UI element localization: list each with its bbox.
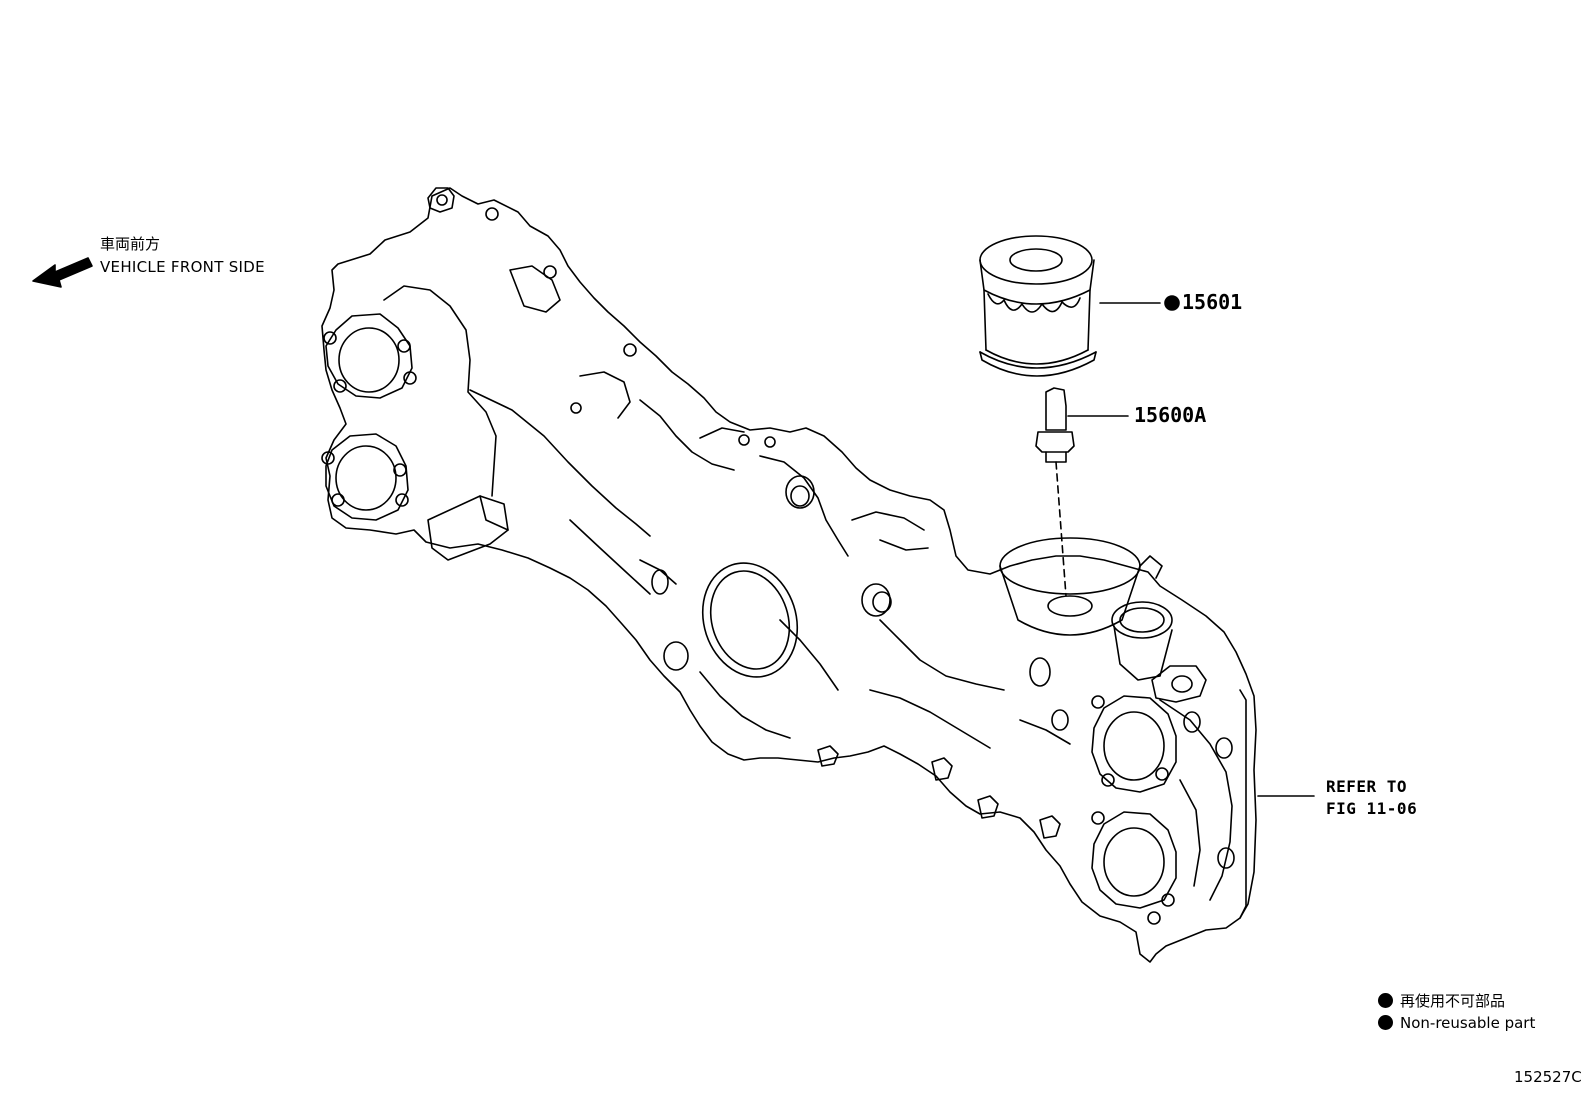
figure-id: 152527C — [1514, 1068, 1582, 1086]
top-bosses — [427, 187, 776, 448]
front-side-label-en: VEHICLE FRONT SIDE — [100, 258, 265, 276]
vehicle-front-arrow-icon — [32, 257, 93, 288]
water-outlet-port — [1111, 601, 1207, 703]
figure-reference-label: FIG 11-06 — [1326, 799, 1418, 818]
filled-circle-icon — [1378, 1015, 1393, 1030]
right-upper-flange — [1091, 695, 1177, 793]
oil-filter — [979, 235, 1097, 377]
legend-jp-text: 再使用不可部品 — [1400, 992, 1506, 1010]
crankshaft-seal-opening — [701, 562, 799, 678]
front-side-label-jp: 車両前方 — [100, 235, 161, 253]
timing-cover-housing — [321, 187, 1257, 963]
right-lower-flange — [1091, 811, 1177, 925]
legend-en-text: Non-reusable part — [1400, 1014, 1536, 1032]
assembly-centerline — [1055, 461, 1067, 597]
part-number-15601: 15601 — [1182, 290, 1243, 314]
cover-studs — [651, 475, 1235, 869]
non-reusable-marker-icon — [1164, 295, 1180, 311]
filled-circle-icon — [1378, 993, 1393, 1008]
union-bolt — [1035, 387, 1075, 463]
left-upper-flange — [323, 313, 417, 399]
left-lower-flange — [321, 433, 509, 561]
refer-to-label: REFER TO — [1326, 777, 1408, 796]
legend-jp: 再使用不可部品 — [1378, 990, 1505, 1011]
legend-en: Non-reusable part — [1378, 1014, 1535, 1032]
oil-filter-mount — [999, 537, 1163, 636]
part-number-15600a: 15600A — [1134, 403, 1207, 427]
